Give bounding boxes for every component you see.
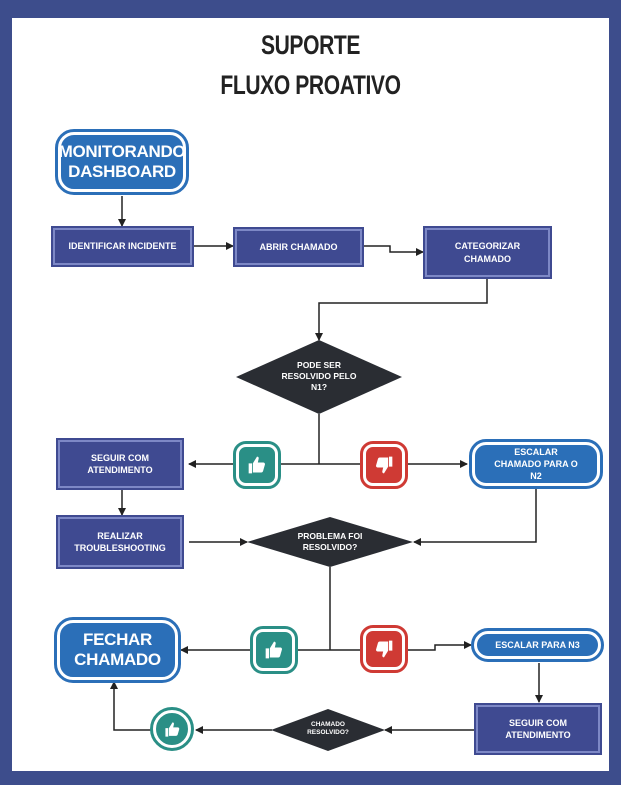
seguir-atendimento-2-node: SEGUIR COM ATENDIMENTO [474, 703, 602, 755]
decision-resolvido-diamond [247, 517, 413, 567]
escalar-n2-node: ESCALAR CHAMADO PARA O N2 [469, 439, 603, 489]
fechar-chamado-node: FECHAR CHAMADO [54, 617, 181, 683]
thumbs-down-icon [360, 625, 408, 673]
decision-resolvido-label: PROBLEMA FOI RESOLVIDO? [297, 531, 363, 553]
categorizar-chamado-node: CATEGORIZAR CHAMADO [423, 226, 552, 279]
escalar-n3-node: ESCALAR PARA N3 [471, 628, 604, 662]
thumbs-up-icon [233, 441, 281, 489]
thumbs-down-icon [360, 441, 408, 489]
thumbs-up-icon [150, 707, 194, 751]
decision-n1-diamond [236, 340, 402, 414]
abrir-chamado-node: ABRIR CHAMADO [233, 227, 364, 267]
identificar-incidente-node: IDENTIFICAR INCIDENTE [51, 226, 194, 267]
seguir-atendimento-node: SEGUIR COM ATENDIMENTO [56, 438, 184, 490]
monitorando-dashboard-node: MONITORANDO DASHBOARD [55, 129, 189, 195]
arrow-abrir-to-categorizar [362, 245, 424, 256]
title-line-2: FLUXO PROATIVO [220, 70, 401, 100]
thumbs-up-icon [250, 626, 298, 674]
decision-final-diamond [271, 709, 385, 751]
arrow-thumb-to-fechar [110, 681, 152, 731]
title-line-1: SUPORTE [260, 30, 361, 60]
realizar-troubleshooting-node: REALIZAR TROUBLESHOOTING [56, 515, 184, 569]
decision-n1-label: PODE SER RESOLVIDO PELO N1? [281, 360, 357, 393]
arrow-escalar-n2-to-decisao2 [413, 488, 537, 546]
decision-final-label: CHAMADO RESOLVIDO? [307, 721, 349, 737]
arrow-categorizar-to-decisao [315, 277, 488, 341]
